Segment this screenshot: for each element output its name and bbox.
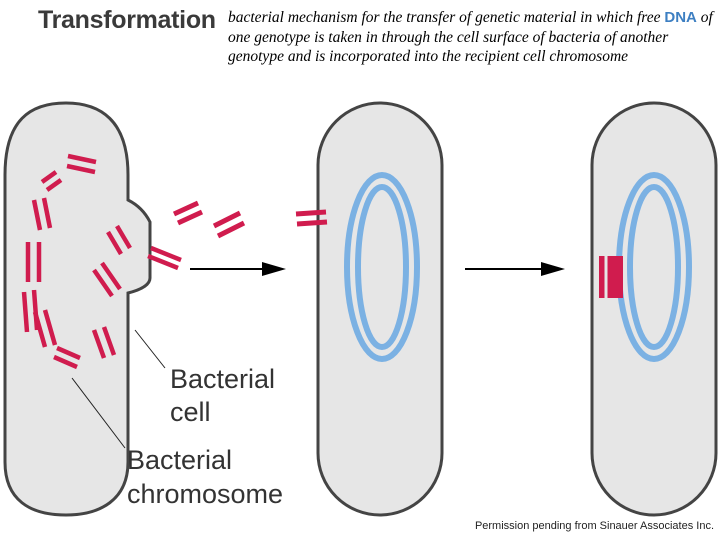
transformed-cell: [590, 101, 718, 517]
free-dna-fragments: [172, 200, 246, 239]
label-bacterial-cell-line1: Bacterial: [170, 364, 275, 394]
label-bacterial-chromosome-line1: Bacterial: [127, 445, 232, 475]
bacterial-chromosome-2: [344, 172, 420, 362]
entering-dna-fragment: [295, 209, 328, 227]
integrated-dna-segment: [599, 256, 623, 298]
arrow-2: [465, 262, 565, 276]
lysing-cell: [3, 101, 152, 517]
definition-part-1: bacterial mechanism for the transfer of …: [228, 9, 665, 26]
pointer-lines: [71, 329, 166, 449]
label-bacterial-chromosome-line2: chromosome: [127, 479, 283, 509]
definition-part-2: of one genotype is taken in through the …: [228, 9, 713, 65]
credit-line: Permission pending from Sinauer Associat…: [474, 520, 714, 532]
page-title: Transformation: [38, 6, 216, 34]
definition-text: bacterial mechanism for the transfer of …: [228, 8, 716, 67]
dna-highlight: DNA: [664, 9, 697, 26]
label-bacterial-cell-line2: cell: [170, 397, 211, 427]
arrow-1: [190, 262, 286, 276]
recipient-cell: [316, 101, 444, 517]
dna-fragments-cell-1: [21, 153, 182, 370]
